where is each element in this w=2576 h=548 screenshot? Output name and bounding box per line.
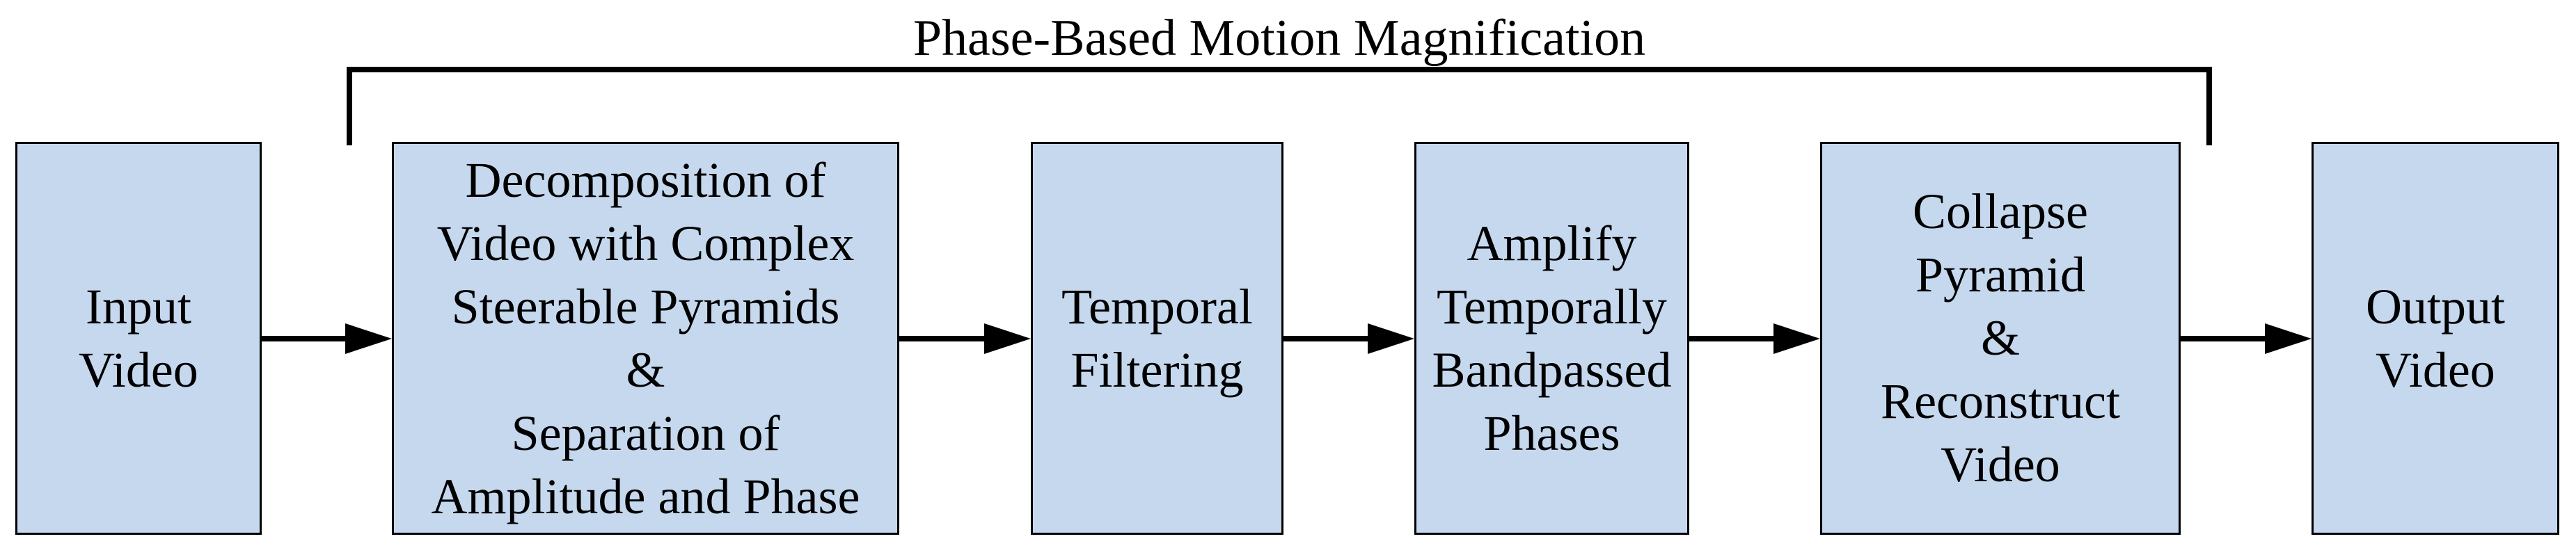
bracket-left-tick bbox=[347, 67, 352, 145]
diagram-title: Phase-Based Motion Magnification bbox=[912, 10, 1646, 67]
bracket-right-tick bbox=[2206, 67, 2212, 145]
box-temporal-filtering-label: Temporal Filtering bbox=[1061, 278, 1253, 398]
arrow-collapse-to-output-head-icon bbox=[2265, 323, 2312, 354]
bracket-horizontal-line bbox=[347, 67, 2212, 72]
box-input-video-label: Input Video bbox=[79, 278, 198, 398]
box-collapse-pyramid-label: Collapse Pyramid & Reconstruct Video bbox=[1881, 184, 2120, 492]
box-temporal-filtering: Temporal Filtering bbox=[1031, 142, 1283, 535]
box-output-video: Output Video bbox=[2312, 142, 2559, 535]
box-amplify-phases-label: Amplify Temporally Bandpassed Phases bbox=[1432, 215, 1672, 461]
arrow-decomposition-to-temporal-head-icon bbox=[984, 323, 1031, 354]
arrow-collapse-to-output-shaft bbox=[2181, 336, 2265, 341]
box-decomposition-label: Decomposition of Video with Complex Stee… bbox=[431, 152, 860, 524]
arrow-temporal-to-amplify-shaft bbox=[1283, 336, 1368, 341]
arrow-input-to-decomposition-shaft bbox=[262, 336, 345, 341]
arrow-temporal-to-amplify-head-icon bbox=[1368, 323, 1414, 354]
arrow-decomposition-to-temporal-shaft bbox=[899, 336, 984, 341]
arrow-input-to-decomposition-head-icon bbox=[345, 323, 392, 354]
box-input-video: Input Video bbox=[15, 142, 262, 535]
box-decomposition: Decomposition of Video with Complex Stee… bbox=[392, 142, 899, 535]
box-amplify-phases: Amplify Temporally Bandpassed Phases bbox=[1414, 142, 1689, 535]
arrow-amplify-to-collapse-shaft bbox=[1689, 336, 1773, 341]
arrow-amplify-to-collapse-head-icon bbox=[1773, 323, 1820, 354]
box-collapse-pyramid: Collapse Pyramid & Reconstruct Video bbox=[1820, 142, 2181, 535]
box-output-video-label: Output Video bbox=[2365, 278, 2505, 398]
